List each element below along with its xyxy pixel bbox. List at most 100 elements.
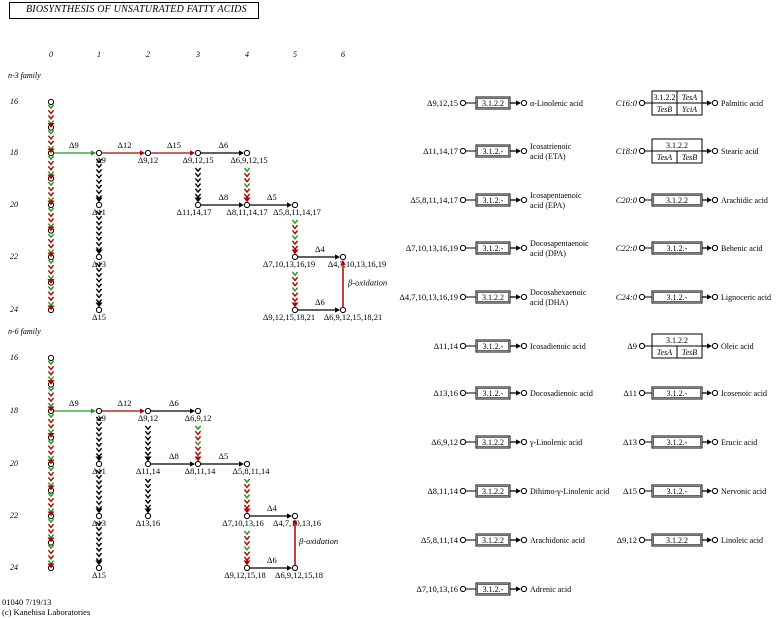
enzyme-box-inner (653, 195, 701, 205)
hydrolysis-arrow (702, 390, 712, 396)
arrowhead (287, 513, 292, 519)
elongation-chevron (243, 499, 251, 505)
compound-node (711, 389, 719, 397)
elongation-chevrons (144, 425, 152, 457)
compound-node (459, 438, 467, 446)
enzyme-ec-number: 3.1.2.2 (654, 93, 676, 102)
elongation-chevrons (144, 478, 152, 510)
arrowhead (340, 260, 346, 265)
elongation-chevrons (194, 167, 202, 199)
compound-label: Δ7,10,13,16,19 (263, 259, 315, 269)
elongation-chevron (47, 476, 55, 482)
product-name: γ-Linolenic acid (529, 438, 582, 447)
product-name: Icosenoic acid (721, 389, 767, 398)
elongation-chevron (194, 446, 202, 452)
elongation-chevron (47, 492, 55, 498)
product-name: Arachidic acid (721, 196, 768, 205)
compound-node (243, 201, 251, 209)
compound-node (243, 149, 251, 157)
elongation-chevron (47, 387, 55, 392)
elongation-chevron (47, 402, 55, 408)
precursor-label: Δ9,12,15 (427, 98, 458, 108)
compound-node (339, 306, 347, 314)
compound-label: Δ13 (92, 518, 106, 528)
enzyme-gene-name: YciA (682, 105, 697, 114)
elongation-chevron (194, 451, 202, 457)
elongation-arrow (47, 518, 55, 543)
enzyme-step-label: Δ12 (118, 398, 132, 408)
compound-node (711, 293, 719, 301)
product-name: Stearic acid (721, 147, 759, 156)
elongation-chevron (291, 229, 299, 235)
product-name: Linoleic acid (721, 536, 763, 545)
elongation-chevron (291, 281, 299, 287)
arrowhead (516, 537, 521, 543)
product-name: Docosadienoic acid (530, 389, 593, 398)
family-label: n-6 family (8, 327, 41, 336)
enzyme-step-label: Δ15 (167, 140, 181, 150)
column-header: 4 (245, 50, 249, 59)
arrowhead (239, 202, 244, 208)
elongation-chevrons (95, 416, 103, 458)
arrowhead (707, 197, 712, 203)
enzyme-step-label: Δ6 (267, 555, 277, 565)
precursor-label: Δ5,8,11,14 (421, 535, 459, 545)
arrowhead (335, 254, 340, 260)
hydrolysis-arrow (702, 343, 712, 349)
elongation-arrow (47, 233, 55, 258)
arrowhead (292, 519, 298, 524)
elongation-arrow (194, 425, 202, 462)
hydrolysis-arrow (510, 488, 521, 494)
compound-node (520, 389, 528, 397)
product-name: acid (DHA) (530, 298, 568, 307)
elongation-chevron (243, 478, 251, 484)
compound-label: Δ7,10,13,16 (222, 518, 264, 528)
arrowhead (707, 148, 712, 154)
elongation-chevron (243, 556, 251, 562)
elongation-chevron (47, 171, 55, 176)
arrowhead (287, 202, 292, 208)
arrowhead (243, 560, 251, 566)
arrowhead (516, 390, 521, 396)
arrowhead (95, 456, 103, 462)
compound-node (638, 99, 646, 107)
elongation-arrow (47, 130, 55, 154)
compound-node (638, 438, 646, 446)
reaction-arrow (151, 461, 195, 467)
compound-node (95, 201, 103, 209)
elongation-arrow (144, 425, 152, 462)
elongation-arrow (95, 210, 103, 255)
enzyme-box-inner (653, 292, 701, 302)
compound-node (520, 147, 528, 155)
thioesterase-group (651, 138, 703, 164)
enzyme-ec-number: 3.1.2.2 (666, 336, 688, 345)
enzyme-box-inner (653, 486, 701, 496)
elongation-arrow (47, 387, 55, 412)
compound-node (459, 536, 467, 544)
elongation-chevron (47, 109, 55, 115)
elongation-chevron (243, 535, 251, 541)
elongation-chevron (243, 504, 251, 510)
elongation-chevron (243, 172, 251, 178)
arrowhead (190, 461, 195, 467)
chain-length-label: 22 (10, 511, 18, 520)
arrowhead (707, 343, 712, 349)
elongation-chevron (243, 494, 251, 499)
enzyme-box-inner (477, 195, 509, 205)
arrowhead (287, 565, 292, 571)
elongation-chevron (291, 235, 299, 240)
elongation-chevron (47, 155, 55, 161)
chain-length-label: 24 (10, 563, 18, 572)
elongation-chevrons (95, 469, 103, 511)
compound-label: Δ9,12,15,18,21 (263, 312, 315, 322)
elongation-chevron (47, 181, 55, 187)
precursor-label: C20:0 (616, 195, 638, 205)
enzyme-box-inner (477, 584, 509, 594)
elongation-chevron (243, 488, 251, 494)
enzyme-ec-number: 3.1.2.2 (666, 141, 688, 150)
elongation-chevron (47, 165, 55, 171)
elongation-chevron (243, 183, 251, 188)
arrowhead (47, 123, 55, 128)
arrowhead (707, 390, 712, 396)
arrowhead (140, 150, 145, 156)
